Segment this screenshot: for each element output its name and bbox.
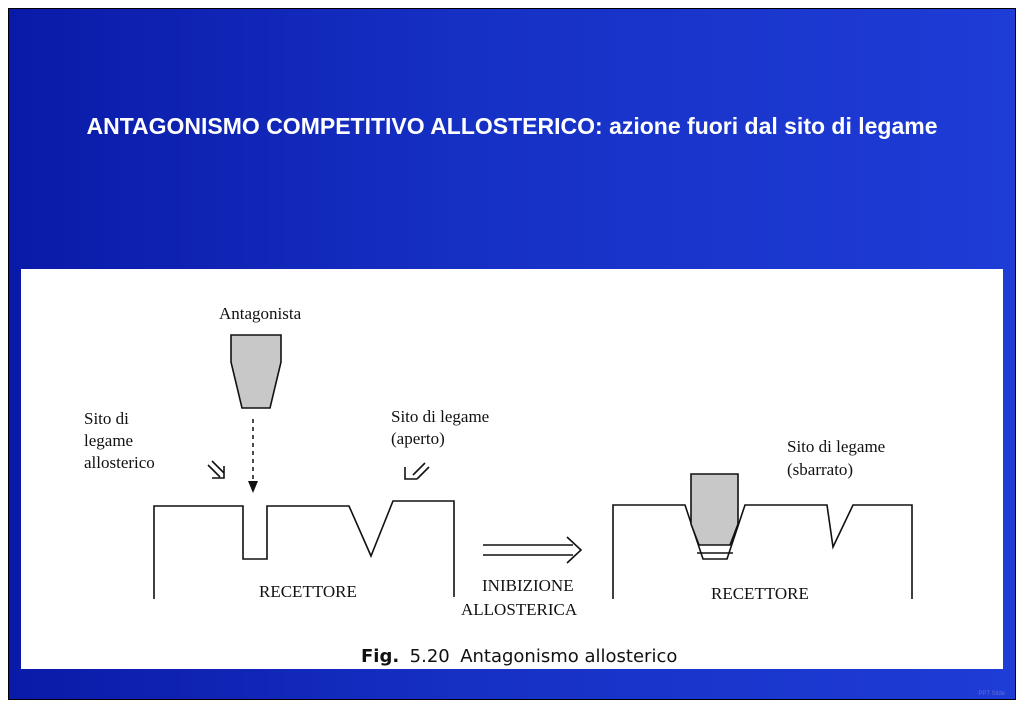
label-inibizione-line2: ALLOSTERICA (461, 600, 578, 619)
label-sito-sbarrato: Sito di legame (sbarrato) (787, 437, 889, 479)
label-inibizione-allosterica: INIBIZIONE ALLOSTERICA (461, 576, 578, 619)
footer-mark: PPT Slide (978, 691, 1005, 697)
double-arrow-icon (483, 536, 583, 564)
label-sito-allosterico-line3: allosterico (84, 453, 155, 472)
label-sito-sbarrato-line1: Sito di legame (787, 437, 885, 456)
label-antagonista: Antagonista (219, 304, 302, 323)
caption-prefix: Fig. (361, 646, 399, 667)
label-sito-allosterico-line2: legame (84, 431, 133, 450)
receptor-left-outline (153, 500, 455, 599)
antagonist-molecule (230, 334, 282, 409)
label-recettore-left: RECETTORE (259, 582, 357, 601)
label-sito-aperto: Sito di legame (aperto) (391, 407, 493, 448)
aperto-pointer-icon (404, 462, 430, 480)
slide-title: ANTAGONISMO COMPETITIVO ALLOSTERICO: azi… (86, 113, 938, 139)
caption-number: 5.20 (410, 646, 450, 667)
bound-antagonist-molecule (690, 473, 739, 546)
allosteric-diagram: Antagonista Sito di legame allosterico S… (84, 304, 913, 667)
figure-panel: Antagonista Sito di legame allosterico S… (21, 269, 1003, 669)
label-sito-allosterico-line1: Sito di (84, 409, 129, 428)
slide: ANTAGONISMO COMPETITIVO ALLOSTERICO: azi… (8, 8, 1016, 700)
figure-caption: Fig. 5.20 Antagonismo allosterico (361, 646, 677, 667)
label-sito-aperto-line1: Sito di legame (391, 407, 489, 426)
caption-text: Antagonismo allosterico (460, 646, 677, 667)
label-sito-sbarrato-line2: (sbarrato) (787, 460, 853, 479)
allosteric-pointer-icon (207, 460, 225, 479)
label-inibizione-line1: INIBIZIONE (482, 576, 574, 595)
receptor-right-outline (612, 504, 913, 599)
dashed-arrow-head (248, 481, 258, 493)
label-sito-aperto-line2: (aperto) (391, 429, 445, 448)
label-recettore-right: RECETTORE (711, 584, 809, 603)
label-sito-allosterico: Sito di legame allosterico (84, 409, 155, 472)
